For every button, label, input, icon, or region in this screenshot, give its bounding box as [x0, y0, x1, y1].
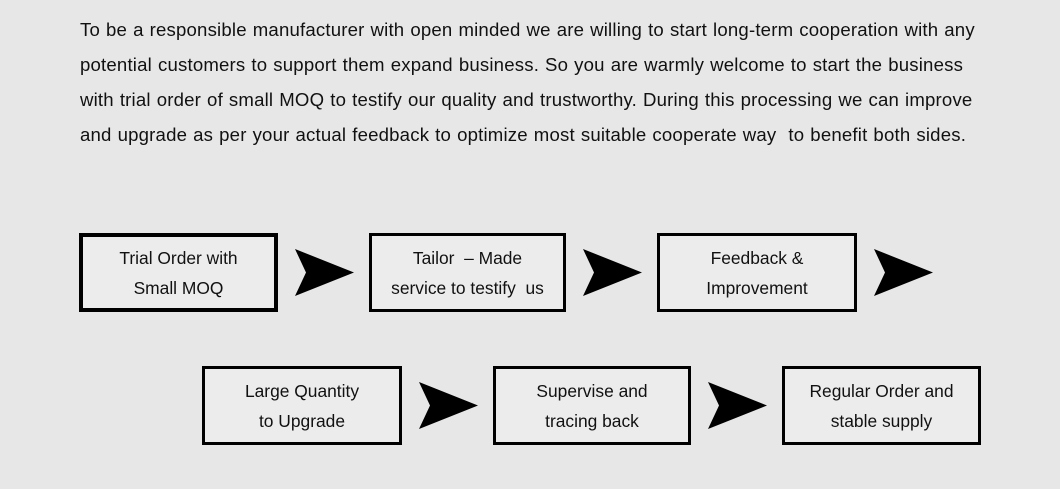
flow-node-tailor-made: Tailor – Made service to testify us	[369, 233, 566, 312]
flow-node-line-2: Improvement	[706, 277, 808, 298]
flow-node-line-1: Feedback &	[710, 247, 804, 268]
flow-node-line-2: tracing back	[545, 410, 639, 431]
flow-node-trial-order: Trial Order with Small MOQ	[79, 233, 278, 312]
flow-row-secondary: Large Quantity to Upgrade Supervise and …	[202, 366, 981, 445]
arrow-right-icon	[874, 249, 933, 296]
flow-node-line-1: Trial Order with	[119, 247, 238, 268]
intro-paragraph: To be a responsible manufacturer with op…	[80, 19, 981, 145]
flow-node-line-2: service to testify us	[391, 277, 544, 298]
arrow-right-icon	[707, 382, 767, 429]
flow-node-line-1: Supervise and	[536, 380, 648, 401]
flow-arrow-2	[566, 248, 657, 297]
flow-node-line-1: Tailor – Made	[412, 247, 523, 268]
flow-row-primary: Trial Order with Small MOQ Tailor – Made…	[79, 233, 949, 312]
arrow-right-icon	[294, 249, 354, 296]
flow-node-line-2: Small MOQ	[133, 277, 224, 298]
flow-node-line-1: Large Quantity	[244, 380, 360, 401]
intro-text-block: To be a responsible manufacturer with op…	[80, 12, 985, 152]
arrow-right-icon	[418, 382, 478, 429]
flow-node-line-2: stable supply	[830, 410, 933, 431]
flow-node-regular-order: Regular Order and stable supply	[782, 366, 981, 445]
arrow-right-icon	[582, 249, 642, 296]
flow-node-line-1: Regular Order and	[809, 380, 954, 401]
flow-arrow-4	[402, 381, 493, 430]
flow-arrow-5	[691, 381, 782, 430]
flow-arrow-1	[278, 248, 369, 297]
flow-node-feedback-improvement: Feedback & Improvement	[657, 233, 857, 312]
flow-node-large-quantity: Large Quantity to Upgrade	[202, 366, 402, 445]
flow-node-supervise-tracing: Supervise and tracing back	[493, 366, 691, 445]
flow-arrow-3	[857, 248, 949, 297]
flow-node-line-2: to Upgrade	[258, 410, 346, 431]
